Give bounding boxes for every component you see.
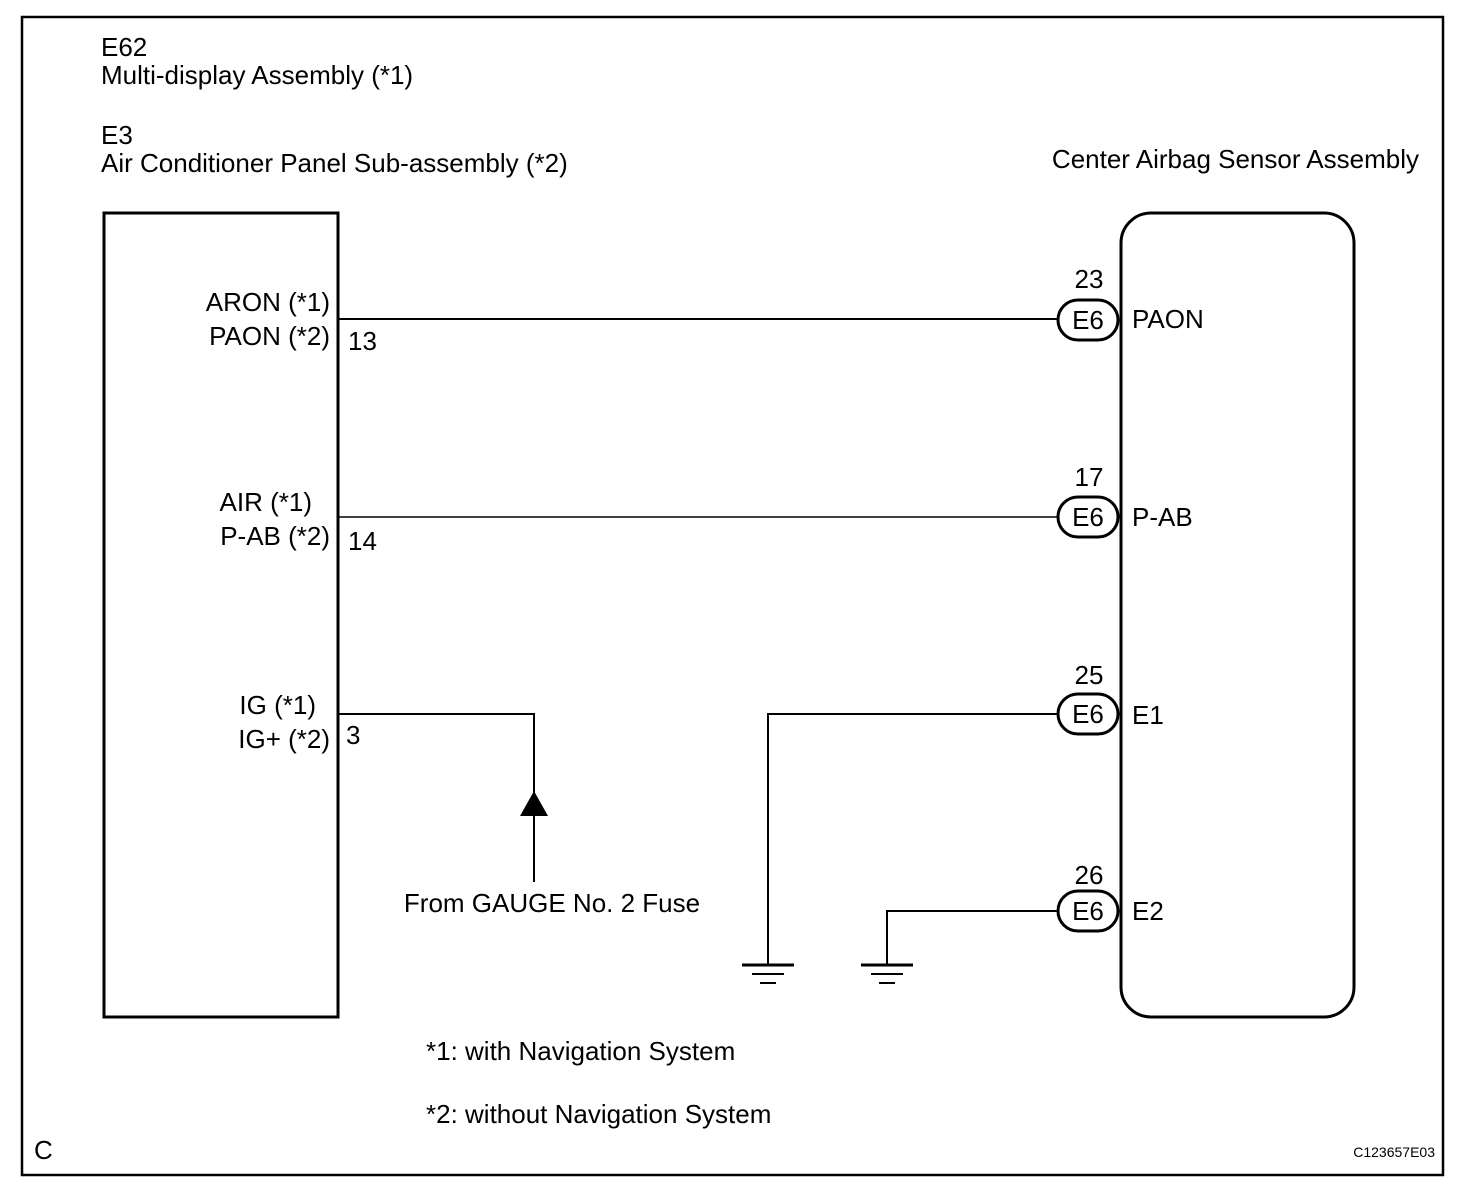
right-terminal-name-4: E2 (1132, 896, 1164, 926)
fuse-arrow-icon (520, 791, 548, 816)
connector-e6-1-label: E6 (1072, 305, 1104, 335)
fuse-label: From GAUGE No. 2 Fuse (404, 888, 700, 918)
left-terminal-label-3a: IG (*1) (239, 690, 316, 720)
right-terminal-pin-2: 17 (1075, 462, 1104, 492)
left-component-box (102, 211, 340, 1019)
left-name-1: Multi-display Assembly (*1) (101, 60, 413, 90)
left-terminal-pin-3: 3 (346, 720, 360, 750)
right-terminal-pin-4: 26 (1075, 860, 1104, 890)
left-name-2: Air Conditioner Panel Sub-assembly (*2) (101, 148, 568, 178)
right-component-box (1119, 211, 1356, 1019)
connector-e6-2 (1056, 495, 1120, 539)
ground-icon-e1 (742, 963, 794, 984)
wire-e2 (886, 910, 1058, 964)
left-code-1: E62 (101, 32, 147, 62)
left-terminal-label-1b: PAON (*2) (209, 321, 330, 351)
corner-letter: C (34, 1135, 53, 1165)
wire-ig (338, 713, 535, 816)
left-terminal-label-2b: P-AB (*2) (220, 521, 330, 551)
left-code-2: E3 (101, 120, 133, 150)
diagram-frame (20, 15, 1445, 1177)
right-terminal-pin-3: 25 (1075, 660, 1104, 690)
connector-e6-4-label: E6 (1072, 896, 1104, 926)
connector-e6-1 (1056, 298, 1120, 342)
right-terminal-name-2: P-AB (1132, 502, 1193, 532)
left-terminal-label-1a: ARON (*1) (206, 287, 330, 317)
connector-e6-4 (1056, 889, 1120, 933)
left-terminal-label-3b: IG+ (*2) (238, 724, 330, 754)
right-terminal-pin-1: 23 (1075, 264, 1104, 294)
note-2: *2: without Navigation System (426, 1099, 771, 1129)
left-terminal-label-2a: AIR (*1) (220, 487, 312, 517)
connector-e6-3 (1056, 692, 1120, 736)
right-terminal-name-3: E1 (1132, 700, 1164, 730)
wire-e1 (767, 713, 1058, 964)
right-terminal-name-1: PAON (1132, 304, 1204, 334)
note-1: *1: with Navigation System (426, 1036, 735, 1066)
ground-icon-e2 (861, 963, 913, 984)
connector-e6-3-label: E6 (1072, 699, 1104, 729)
left-terminal-pin-1: 13 (348, 326, 377, 356)
connector-e6-2-label: E6 (1072, 502, 1104, 532)
figure-id: C123657E03 (1353, 1144, 1435, 1160)
right-component-title: Center Airbag Sensor Assembly (1052, 144, 1419, 174)
left-terminal-pin-2: 14 (348, 526, 377, 556)
